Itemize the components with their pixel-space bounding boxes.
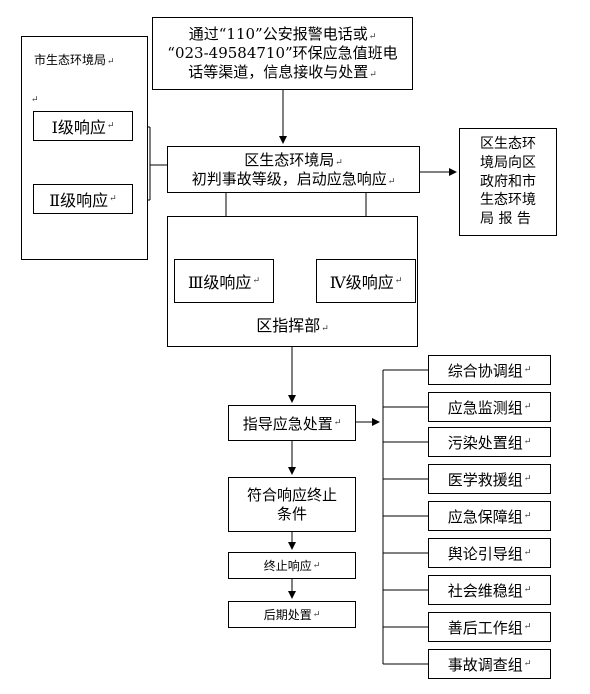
district-bureau-box: 区生态环境局↵ 初判事故等级，启动应急响应↵	[167, 146, 420, 193]
level2-response-box: Ⅱ级响应↵	[33, 184, 133, 214]
post-disposal-box: 后期处置↵	[228, 601, 356, 628]
district-bureau-title: 区生态环境局↵	[244, 150, 343, 169]
group-box: 事故调查组↵	[428, 649, 551, 679]
group-box: 社会维稳组↵	[428, 575, 551, 605]
level1-response-box: Ⅰ级响应↵	[33, 111, 133, 141]
terminate-response-box: 终止响应↵	[228, 552, 356, 579]
group-box: 综合协调组↵	[428, 355, 551, 385]
guide-disposal-box: 指导应急处置↵	[228, 405, 356, 441]
report-box: 区生态环 境局向区 政府和市 生态环境 局 报 告	[459, 128, 557, 236]
city-bureau-title: 市生态环境局↵	[34, 53, 115, 67]
level4-response-box: Ⅳ级响应↵	[316, 259, 416, 303]
group-box: 应急监测组↵	[428, 392, 551, 422]
intake-box: 通过“110”公安报警电话或↵ “023-49584710”环保应急值班电 话等…	[152, 17, 413, 90]
report-text: 区生态环 境局向区 政府和市 生态环境 局 报 告	[480, 135, 536, 228]
city-bureau-box: 市生态环境局↵ ↵	[21, 36, 148, 260]
intake-line-3: 话等渠道，信息接收与处置↵	[188, 62, 377, 81]
level3-response-box: Ⅲ级响应↵	[174, 259, 274, 303]
command-center-label: 区指挥部↵	[256, 316, 329, 335]
district-bureau-subtitle: 初判事故等级，启动应急响应↵	[191, 169, 396, 188]
intake-line-2: “023-49584710”环保应急值班电	[167, 44, 398, 63]
intake-line-1: 通过“110”公安报警电话或↵	[188, 25, 377, 44]
group-box: 善后工作组↵	[428, 612, 551, 642]
group-box: 污染处置组↵	[428, 427, 551, 457]
city-bureau-mark: ↵	[31, 95, 39, 105]
group-box: 医学救援组↵	[428, 464, 551, 494]
termination-condition-text: 符合响应终止 条件	[246, 485, 337, 523]
group-box: 应急保障组↵	[428, 501, 551, 531]
termination-condition-box: 符合响应终止 条件	[228, 477, 356, 532]
group-box: 舆论引导组↵	[428, 538, 551, 568]
